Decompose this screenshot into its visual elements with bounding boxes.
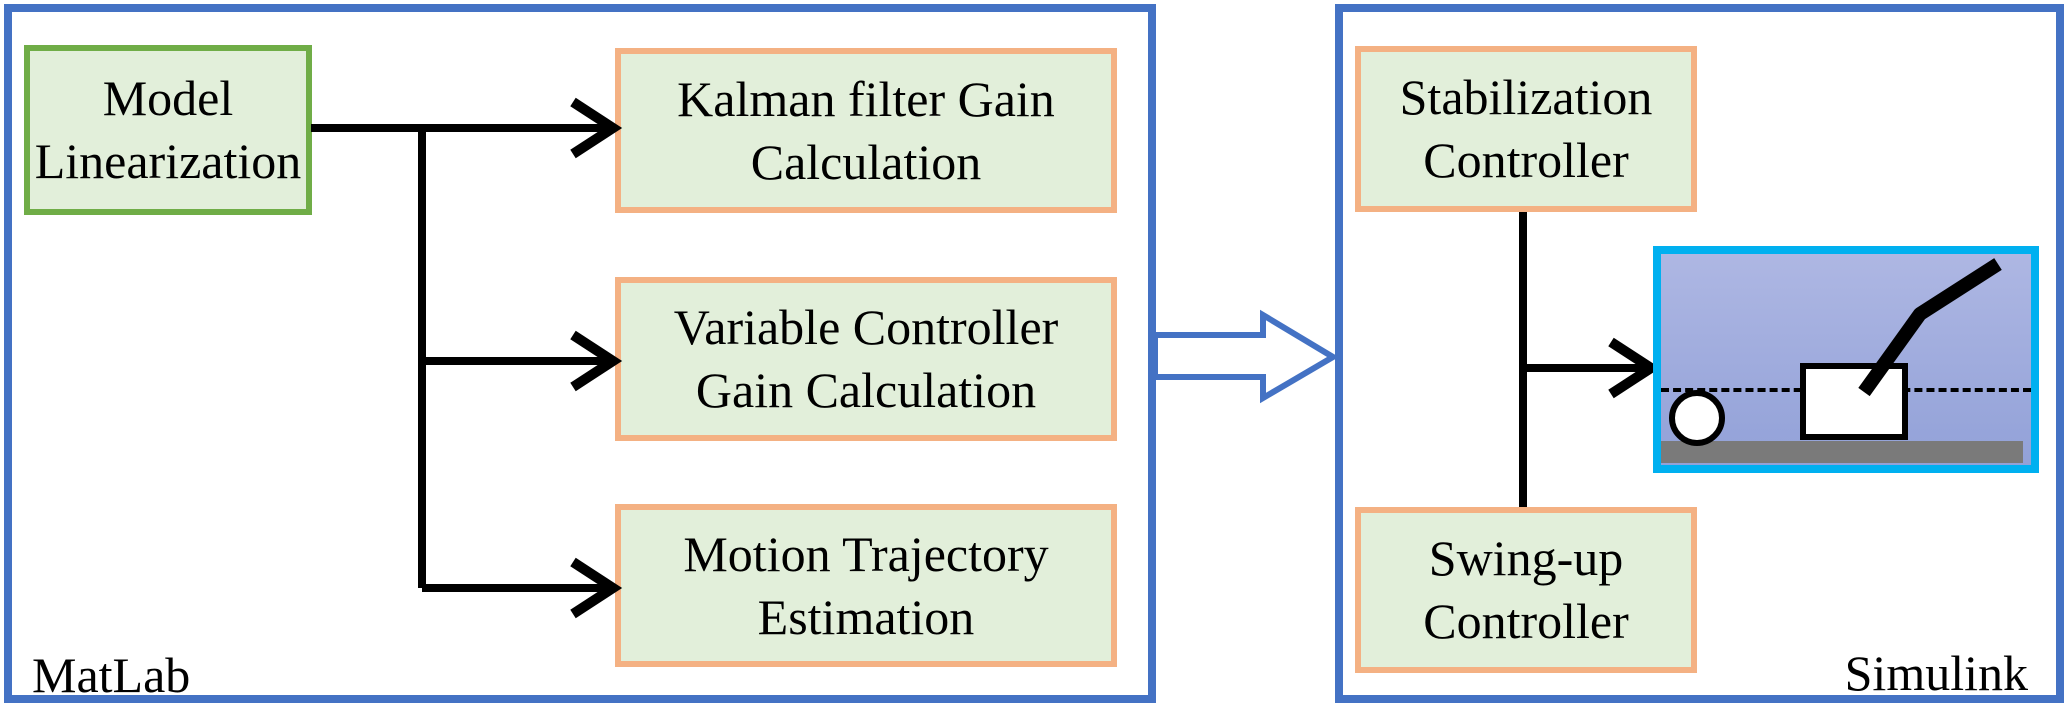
stabilization-controller-box: Stabilization Controller <box>1355 46 1697 212</box>
variable-controller-gain-box: Variable Controller Gain Calculation <box>615 277 1117 441</box>
pendulum-simulation-illustration <box>1653 246 2039 473</box>
wheel-circle-icon <box>1669 390 1725 446</box>
ground-strip <box>1661 441 2023 463</box>
matlab-label: MatLab <box>32 647 191 703</box>
motion-trajectory-box: Motion Trajectory Estimation <box>615 504 1117 667</box>
model-linearization-box: Model Linearization <box>24 45 312 215</box>
pendulum-pole-icon <box>1858 258 2002 397</box>
kalman-filter-gain-box: Kalman filter Gain Calculation <box>615 48 1117 213</box>
swingup-controller-box: Swing-up Controller <box>1355 507 1697 673</box>
simulink-label: Simulink <box>1844 645 2028 701</box>
flow-arrow-icon <box>1152 309 1339 404</box>
cart-body <box>1800 363 1908 440</box>
